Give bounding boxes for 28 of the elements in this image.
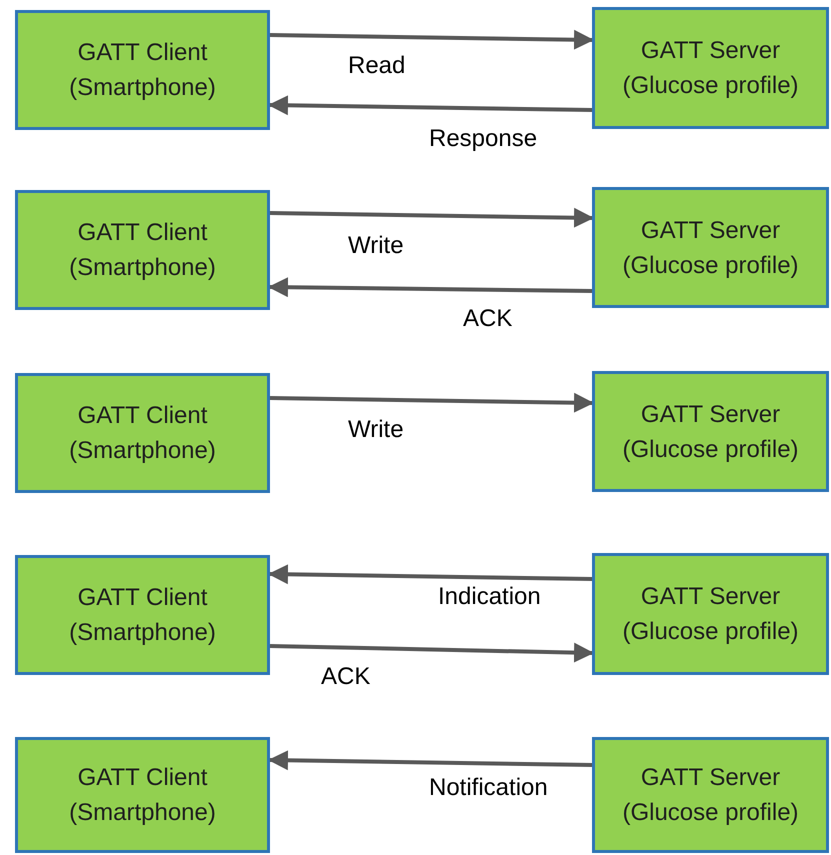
box-text: GATT Server (Glucose profile) [621,36,800,101]
arrow [270,208,594,228]
box-text: GATT Server (Glucose profile) [621,582,800,647]
box-text: GATT Client (Smartphone) [68,38,217,103]
box-text: GATT Client (Smartphone) [68,583,217,648]
arrow [270,642,594,663]
process-box [592,187,829,308]
arrow [270,392,594,413]
box-text: GATT Server (Glucose profile) [621,763,800,828]
process-box [15,737,270,853]
arrow [268,277,592,298]
process-box [15,373,270,493]
process-box [15,555,270,675]
process-box [592,371,829,492]
arrow [270,30,594,50]
arrow [268,564,592,584]
box-text: GATT Server (Glucose profile) [621,400,800,464]
process-box [592,7,829,129]
arrow [268,750,592,770]
box-text: GATT Server (Glucose profile) [621,216,800,280]
process-box [592,553,829,675]
process-box [15,10,270,130]
box-text: GATT Client (Smartphone) [68,401,217,466]
process-box [592,737,829,853]
box-text: GATT Client (Smartphone) [68,218,217,283]
box-text: GATT Client (Smartphone) [68,763,217,828]
arrow [268,95,592,116]
process-box [15,190,270,310]
